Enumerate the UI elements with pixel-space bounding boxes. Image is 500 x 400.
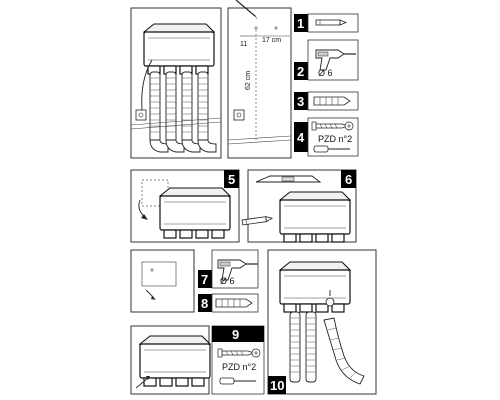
step-10-connect-tubes: 10 bbox=[267, 249, 377, 395]
panel-mounted-box bbox=[130, 7, 222, 159]
screwdriver-label: PZD n°2 bbox=[222, 362, 256, 372]
drill-bit-label: Ø 6 bbox=[220, 276, 235, 286]
step-number: 8 bbox=[201, 296, 208, 311]
step-number: 5 bbox=[228, 172, 235, 187]
step-1-pencil: 1 bbox=[294, 13, 359, 33]
pencil-icon bbox=[315, 19, 347, 26]
step-9-screw-box: 9 PZD n°2 bbox=[130, 325, 265, 395]
dimension-offset-left: 11 bbox=[240, 41, 247, 48]
step-number: 1 bbox=[297, 16, 304, 31]
wall-socket-icon bbox=[135, 109, 147, 121]
wall-plug-icon bbox=[215, 298, 253, 308]
wall-plug-icon bbox=[313, 96, 351, 106]
dimension-width-between-holes: 17 cm bbox=[262, 37, 281, 44]
panel-wall-measurement: 11 17 cm 62 cm bbox=[227, 0, 292, 159]
dimension-height-from-floor: 62 cm bbox=[245, 71, 252, 90]
step-number: 7 bbox=[201, 272, 208, 287]
step-3-wall-plug: 3 bbox=[294, 91, 359, 111]
step-4-screw: 4 PZD n°2 bbox=[294, 117, 359, 157]
step-number: 2 bbox=[297, 64, 304, 79]
step-5-position-box: 5 bbox=[130, 169, 240, 243]
screwdriver-label: PZD n°2 bbox=[318, 134, 352, 144]
wall-socket-icon bbox=[233, 109, 245, 121]
step-6-level-and-mark: 6 bbox=[241, 169, 357, 243]
step-number: 4 bbox=[297, 130, 305, 145]
panel-wall-marks bbox=[130, 249, 195, 313]
step-number: 6 bbox=[345, 172, 352, 187]
step-number: 3 bbox=[297, 94, 304, 109]
spirit-level-icon bbox=[255, 175, 322, 183]
drill-bit-label: Ø 6 bbox=[318, 68, 333, 78]
step-8-wall-plug: 8 bbox=[198, 293, 259, 313]
step-number: 10 bbox=[270, 378, 284, 393]
step-7-drill: 7 Ø 6 bbox=[198, 249, 259, 289]
step-number: 9 bbox=[232, 327, 239, 342]
step-2-drill: 2 Ø 6 bbox=[294, 39, 359, 81]
